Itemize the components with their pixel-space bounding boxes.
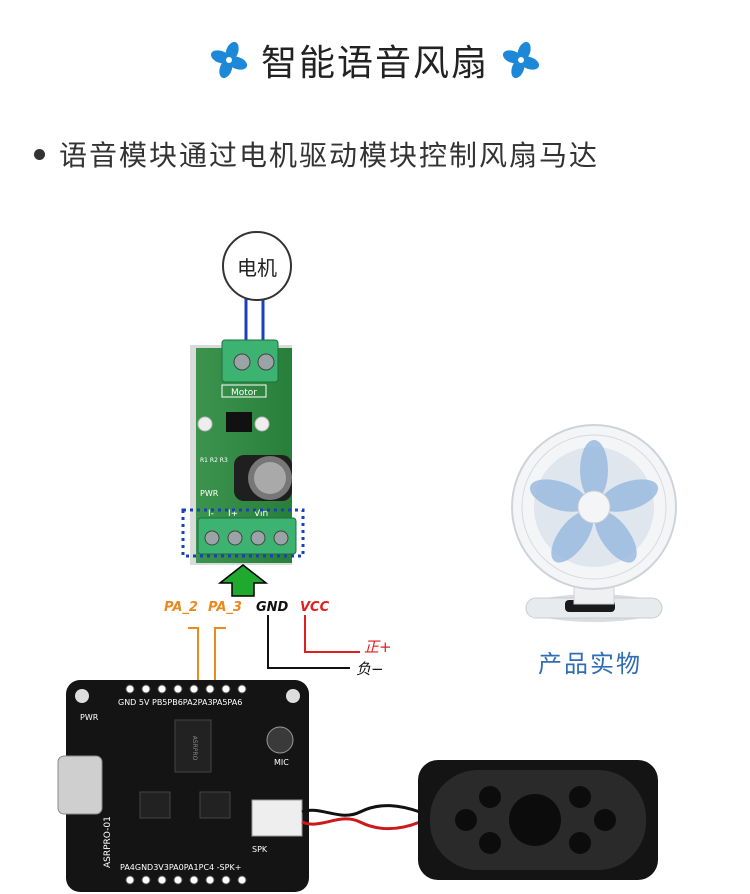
bullet-icon bbox=[34, 148, 45, 160]
terminal-label-2: I+ bbox=[228, 509, 238, 519]
subtitle: 语音模块通过电机驱动模块控制风扇马达 bbox=[34, 134, 599, 174]
fan-product-image bbox=[511, 424, 677, 622]
bottom-header-label: PA4GND3V3PA0PA1PC4 -SPK+ bbox=[120, 863, 241, 872]
title-text: 智能语音风扇 bbox=[260, 43, 489, 84]
up-arrow-icon bbox=[217, 564, 269, 597]
power-positive-label: 正+ bbox=[364, 638, 392, 656]
pwr-silk-label: PWR bbox=[200, 489, 219, 498]
pin-label-pa3: PA_3 bbox=[208, 600, 242, 615]
terminal-label-3: Vin bbox=[254, 509, 268, 519]
fan-icon bbox=[210, 41, 248, 79]
spk-label: SPK bbox=[252, 845, 268, 854]
module-side-label: ASRPRO-01 bbox=[103, 816, 113, 868]
pin-label-vcc: VCC bbox=[300, 600, 330, 615]
speaker-wires bbox=[301, 804, 421, 831]
voice-module-board: GND 5V PB5PB6PA2PA3PA5PA6 PWR ASRPRO MIC… bbox=[57, 680, 309, 892]
chip-text: ASRPRO bbox=[191, 736, 198, 761]
pwr-label: PWR bbox=[80, 713, 99, 722]
speaker-icon bbox=[418, 760, 658, 880]
terminal-label-1: I- bbox=[208, 509, 214, 519]
fan-icon bbox=[502, 41, 540, 79]
signal-wires bbox=[188, 615, 360, 680]
page-title: 智能语音风扇 bbox=[0, 34, 750, 86]
power-negative-label: 负− bbox=[356, 660, 384, 678]
mic-label: MIC bbox=[274, 758, 289, 767]
pin-label-gnd: GND bbox=[256, 600, 289, 615]
resistor-silk-label: R1 R2 R3 bbox=[200, 457, 228, 464]
pin-label-pa2: PA_2 bbox=[164, 600, 198, 615]
top-header-label: GND 5V PB5PB6PA2PA3PA5PA6 bbox=[118, 698, 242, 707]
subtitle-text: 语音模块通过电机驱动模块控制风扇马达 bbox=[59, 139, 600, 172]
product-label: 产品实物 bbox=[538, 650, 642, 678]
motor-driver-board: Motor PWR R1 R2 R3 I- I+ Vin bbox=[181, 339, 305, 565]
motor-symbol: 电机 bbox=[222, 231, 292, 301]
motor-label: 电机 bbox=[237, 255, 277, 280]
motor-silk-label: Motor bbox=[231, 388, 257, 398]
